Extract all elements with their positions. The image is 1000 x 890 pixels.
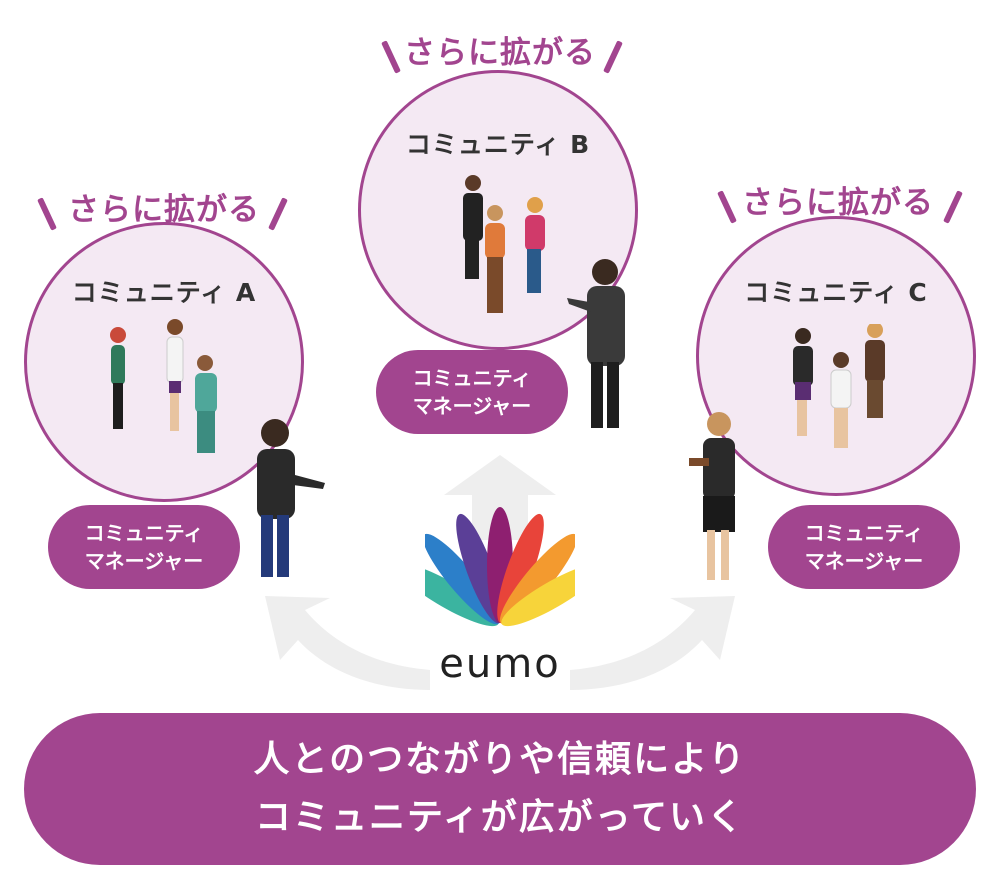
banner-line2: コミュニティが広がっていく	[254, 797, 746, 838]
manager-a-line2: マネージャー	[84, 549, 204, 573]
manager-b-line1: コミュニティ	[412, 366, 532, 390]
community-b-title: コミュニティ B	[405, 130, 591, 159]
manager-c-line1: コミュニティ	[804, 521, 924, 545]
spread-label-b: さらに拡がる	[404, 35, 596, 71]
spread-label-c: さらに拡がる	[742, 185, 934, 221]
manager-c-line2: マネージャー	[804, 549, 924, 573]
community-a-people-illustration	[110, 319, 217, 453]
up-arrow-icon	[444, 455, 556, 540]
community-b-people-illustration	[463, 175, 545, 313]
eumo-logo: eumo	[425, 507, 575, 685]
right-curved-arrow-icon	[570, 596, 735, 690]
community-c-circle: コミュニティ C	[696, 216, 976, 496]
community-manager-c-pill: コミュニティ マネージャー	[768, 505, 960, 589]
message-banner: 人とのつながりや信頼により コミュニティが広がっていく	[24, 713, 976, 865]
eumo-petals-icon	[425, 507, 575, 627]
community-manager-b-illustration	[567, 259, 625, 428]
community-a-circle: コミュニティ A	[24, 222, 304, 502]
left-curved-arrow-icon	[265, 596, 430, 690]
manager-b-line2: マネージャー	[412, 394, 532, 418]
community-c-title: コミュニティ C	[744, 278, 928, 307]
community-c-people-illustration	[793, 324, 885, 448]
community-manager-a-pill: コミュニティ マネージャー	[48, 505, 240, 589]
community-manager-b-pill: コミュニティ マネージャー	[376, 350, 568, 434]
manager-a-line1: コミュニティ	[84, 521, 204, 545]
community-a-title: コミュニティ A	[71, 278, 257, 307]
community-manager-a-illustration	[257, 419, 325, 577]
banner-line1: 人とのつながりや信頼により	[253, 739, 747, 780]
eumo-wordmark: eumo	[439, 641, 560, 685]
community-manager-c-illustration	[689, 412, 735, 580]
